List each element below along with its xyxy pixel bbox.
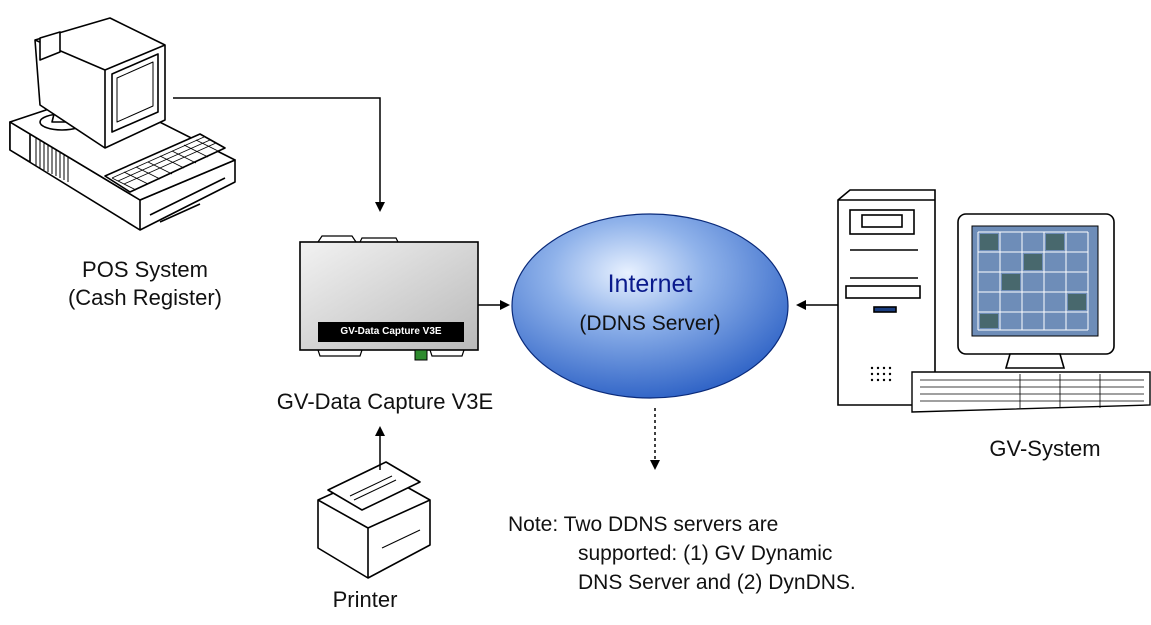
gv-system-monitor-icon — [957, 213, 1115, 369]
note-line-2: supported: (1) GV Dynamic — [578, 542, 833, 565]
internet-cloud — [511, 213, 789, 399]
pos-label: POS System (Cash Register) — [30, 256, 260, 312]
pos-label-line2: (Cash Register) — [67, 285, 223, 310]
gv-system-keyboard-icon — [911, 371, 1151, 413]
ddns-note: Note: Two DDNS servers are supported: (1… — [508, 510, 856, 597]
printer-label: Printer — [332, 587, 398, 612]
pos-to-capture-arrow — [173, 97, 385, 212]
printer-icon — [317, 461, 431, 579]
internet-title: Internet — [607, 270, 693, 298]
note-line-1: Note: Two DDNS servers are — [508, 513, 779, 536]
pos-system-icon — [9, 17, 236, 231]
note-line-3: DNS Server and (2) DynDNS. — [578, 571, 856, 594]
internet-subtitle: (DDNS Server) — [579, 312, 721, 335]
gv-system-label: GV-System — [989, 436, 1101, 461]
gv-system-tower-icon — [837, 189, 936, 406]
device-nameplate: GV-Data Capture V3E — [318, 322, 464, 342]
pos-label-line1: POS System — [82, 257, 208, 282]
capture-label: GV-Data Capture V3E — [276, 389, 494, 414]
